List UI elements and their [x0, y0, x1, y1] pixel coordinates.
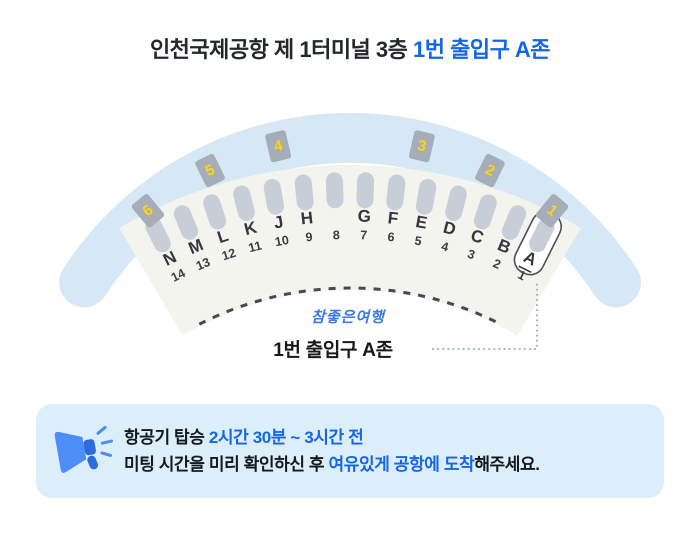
notice-line2-suffix: 해주세요. — [474, 455, 540, 474]
counter-desk — [473, 194, 497, 230]
door-number: 7 — [360, 228, 367, 242]
notice-line2-highlight: 여유있게 공항에 도착 — [328, 455, 475, 474]
notice-line2-prefix: 미팅 시간을 미리 확인하신 후 — [124, 455, 329, 474]
notice-line1-highlight: 2시간 30분 ~ 3시간 전 — [208, 428, 364, 447]
gate-number-tag — [475, 153, 505, 188]
page-title: 인천국제공항 제 1터미널 3층 1번 출입구 A존 — [0, 32, 700, 64]
counter-desk — [203, 194, 227, 230]
notice-line1-prefix: 항공기 탑승 — [124, 428, 209, 447]
counter-letter: G — [357, 207, 371, 226]
door-number: 10 — [274, 233, 290, 249]
counter-desk — [263, 178, 285, 215]
door-number: 2 — [491, 256, 503, 272]
counter-letter: J — [272, 212, 285, 232]
counter-desk — [356, 172, 375, 209]
gate-number-tag — [131, 194, 165, 228]
counter-desk — [233, 185, 255, 221]
counter-letter: F — [387, 208, 399, 228]
dashed-curb-line — [198, 286, 502, 326]
counter-desk — [501, 205, 527, 240]
brand-logo: 참좋은여행 — [310, 309, 385, 326]
zone-a-underline — [518, 265, 532, 274]
gate-number: 3 — [416, 137, 428, 155]
door-number: 11 — [247, 238, 263, 255]
gate-number-tag — [265, 130, 292, 163]
counter-desk — [529, 218, 555, 253]
notice-box: 항공기 탑승 2시간 30분 ~ 3시간 전 미팅 시간을 미리 확인하신 후 … — [36, 404, 664, 498]
counter-desk — [325, 172, 344, 209]
door-number: 9 — [305, 230, 313, 245]
door-number: 4 — [440, 239, 450, 254]
counter-desk — [145, 218, 171, 253]
counter-desk — [294, 174, 314, 211]
megaphone-icon — [54, 425, 114, 473]
title-gate-zone: 1번 출입구 A존 — [413, 37, 551, 62]
notice-line-2: 미팅 시간을 미리 확인하신 후 여유있게 공항에 도착해주세요. — [124, 451, 540, 478]
checkin-hall-band — [119, 165, 581, 337]
gate-number-tag — [408, 130, 435, 163]
notice-text: 항공기 탑승 2시간 30분 ~ 3시간 전 미팅 시간을 미리 확인하신 후 … — [124, 424, 540, 478]
door-number: 14 — [169, 266, 188, 285]
counter-letter: M — [186, 235, 206, 258]
counter-letter: K — [242, 218, 259, 240]
zone-a-label: 1번 출입구 A존 — [273, 340, 393, 361]
counter-desk — [415, 178, 437, 215]
door-number: 5 — [413, 234, 422, 249]
counter-desk — [173, 205, 199, 240]
title-location: 인천국제공항 제 1터미널 3층 — [149, 37, 413, 62]
counter-letter: H — [300, 208, 314, 228]
door-number: 12 — [220, 246, 238, 264]
gate-number-tag — [535, 194, 569, 228]
door-number: 13 — [194, 255, 212, 273]
counter-desk — [386, 174, 406, 211]
door-number: 6 — [387, 230, 395, 245]
counter-letter: E — [414, 212, 429, 233]
zone-connector-dotted-line — [432, 282, 538, 350]
counter-letter: D — [441, 218, 458, 239]
counter-desk — [445, 185, 467, 221]
gate-number-tag — [195, 153, 225, 188]
door-number: 8 — [333, 228, 340, 242]
counter-letter: C — [468, 226, 486, 248]
door-number: 3 — [466, 247, 477, 262]
notice-line-1: 항공기 탑승 2시간 30분 ~ 3시간 전 — [124, 424, 540, 451]
